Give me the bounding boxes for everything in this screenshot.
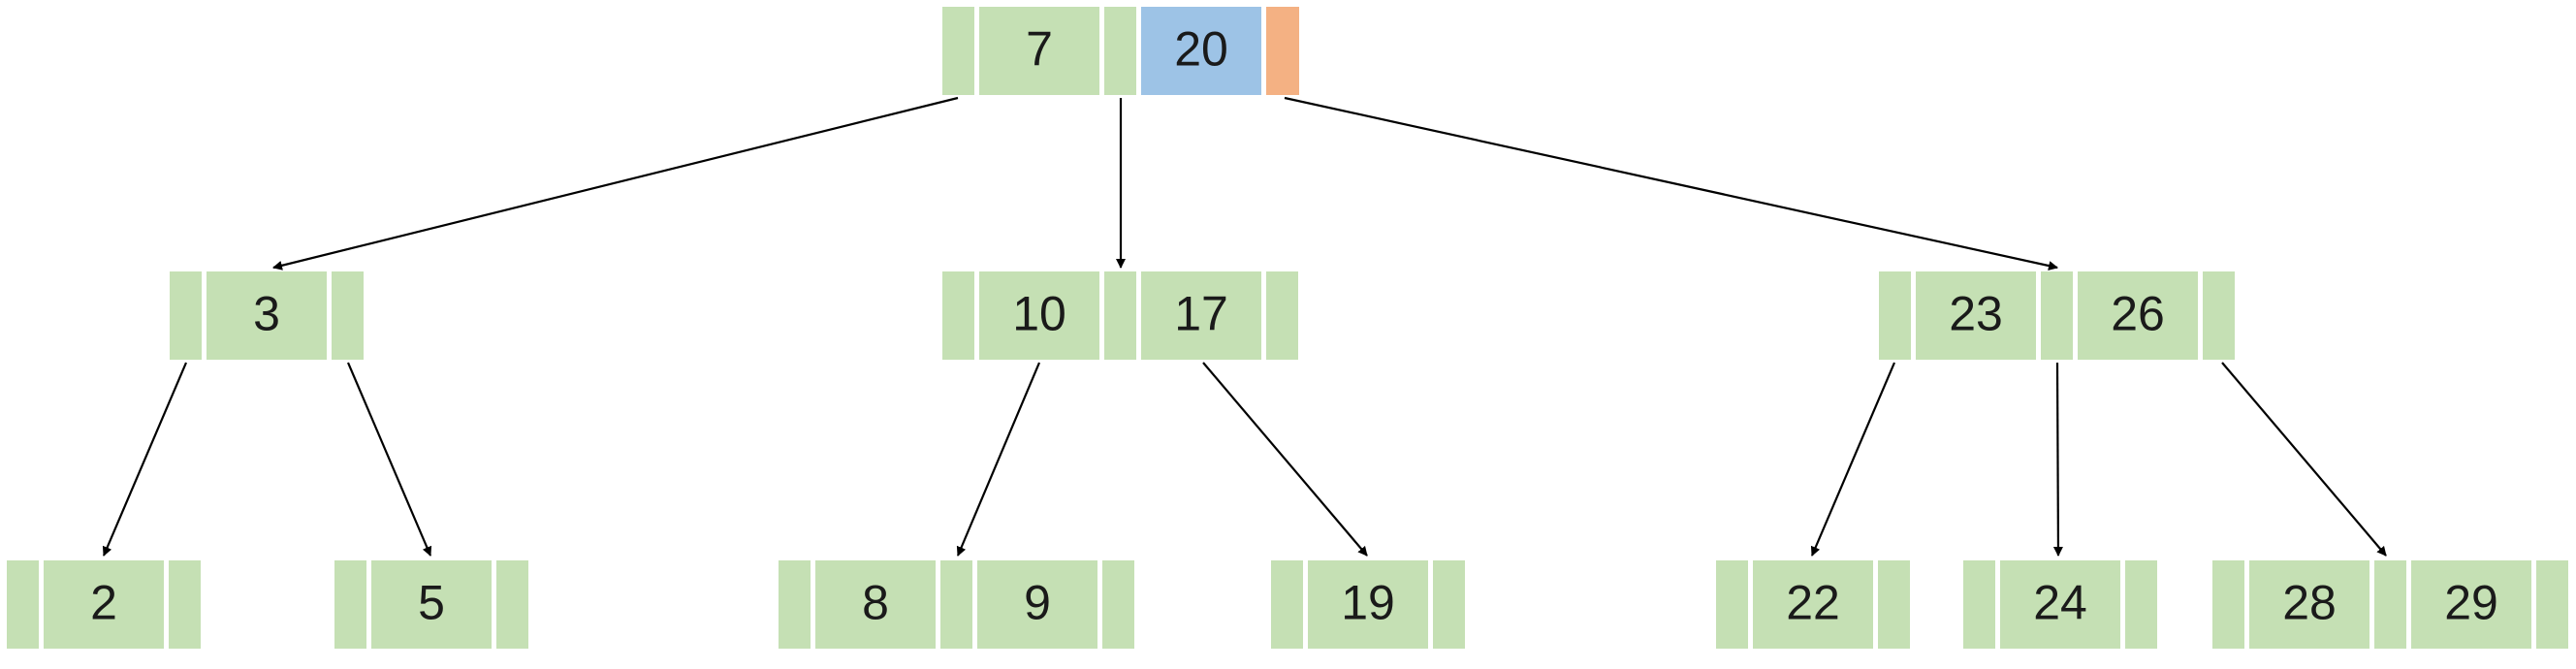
- key-cell: [815, 560, 936, 649]
- edge-arrow: [272, 96, 959, 271]
- key-cell: [207, 271, 327, 360]
- node-3: 3: [170, 271, 364, 360]
- edge-arrow: [346, 362, 432, 557]
- key-label: 8: [862, 576, 889, 630]
- edge-arrow: [1284, 96, 2058, 271]
- pointer-cell: [1104, 7, 1136, 95]
- key-cell: [2249, 560, 2369, 649]
- key-cell: [2078, 271, 2198, 360]
- pointer-cell: [1963, 560, 1995, 649]
- key-label: 20: [1174, 22, 1228, 77]
- key-label: 28: [2282, 576, 2337, 630]
- key-label: 9: [1024, 576, 1051, 630]
- pointer-cell: [7, 560, 39, 649]
- key-cell: [979, 7, 1099, 95]
- key-label: 29: [2444, 576, 2498, 630]
- pointer-cell: [332, 271, 364, 360]
- edges-layer: [102, 96, 2387, 557]
- node-5: 5: [334, 560, 528, 649]
- node-7-20: 7 20: [942, 7, 1299, 95]
- node-23-26: 23 26: [1879, 271, 2235, 360]
- key-cell: [1141, 271, 1261, 360]
- pointer-cell: [334, 560, 366, 649]
- key-cell: [1916, 271, 2036, 360]
- key-label: 23: [1949, 287, 2003, 341]
- key-cell: [1308, 560, 1428, 649]
- key-label: 22: [1786, 576, 1840, 630]
- pointer-cell: [2203, 271, 2235, 360]
- edge-arrow: [102, 362, 188, 557]
- key-label: 5: [418, 576, 445, 630]
- pointer-cell: [2212, 560, 2244, 649]
- key-label: 24: [2033, 576, 2087, 630]
- pointer-cell: [779, 560, 811, 649]
- node-24: 24: [1963, 560, 2157, 649]
- pointer-cell: [940, 560, 972, 649]
- key-cell: [979, 271, 1099, 360]
- pointer-cell: [2125, 560, 2157, 649]
- key-cell: [2000, 560, 2120, 649]
- highlighted-key-cell: [1141, 7, 1261, 95]
- key-label: 17: [1174, 287, 1228, 341]
- edge-arrow: [1810, 362, 1896, 557]
- pointer-cell: [2041, 271, 2073, 360]
- edge-arrow: [2221, 362, 2387, 557]
- pointer-cell: [1878, 560, 1910, 649]
- overflow-pointer-cell: [1266, 7, 1299, 95]
- key-label: 10: [1012, 287, 1066, 341]
- key-cell: [371, 560, 492, 649]
- key-label: 19: [1341, 576, 1395, 630]
- pointer-cell: [1102, 560, 1134, 649]
- key-label: 3: [253, 287, 280, 341]
- key-cell: [44, 560, 164, 649]
- edge-arrow: [956, 362, 1041, 557]
- pointer-cell: [942, 7, 974, 95]
- pointer-cell: [942, 271, 974, 360]
- node-19: 19: [1271, 560, 1465, 649]
- key-label: 2: [90, 576, 117, 630]
- key-cell: [2411, 560, 2531, 649]
- pointer-cell: [1433, 560, 1465, 649]
- node-22: 22: [1716, 560, 1910, 649]
- edge-arrow: [1202, 362, 1368, 557]
- node-2: 2: [7, 560, 201, 649]
- pointer-cell: [170, 271, 202, 360]
- edge-arrow: [2052, 362, 2063, 557]
- key-label: 7: [1026, 22, 1053, 77]
- pointer-cell: [1271, 560, 1303, 649]
- pointer-cell: [1716, 560, 1748, 649]
- pointer-cell: [1879, 271, 1911, 360]
- key-cell: [977, 560, 1097, 649]
- node-28-29: 28 29: [2212, 560, 2568, 649]
- pointer-cell: [2374, 560, 2406, 649]
- pointer-cell: [1104, 271, 1136, 360]
- node-10-17: 10 17: [942, 271, 1298, 360]
- pointer-cell: [169, 560, 201, 649]
- pointer-cell: [2536, 560, 2568, 649]
- pointer-cell: [1266, 271, 1298, 360]
- key-cell: [1753, 560, 1873, 649]
- key-label: 26: [2111, 287, 2165, 341]
- pointer-cell: [496, 560, 528, 649]
